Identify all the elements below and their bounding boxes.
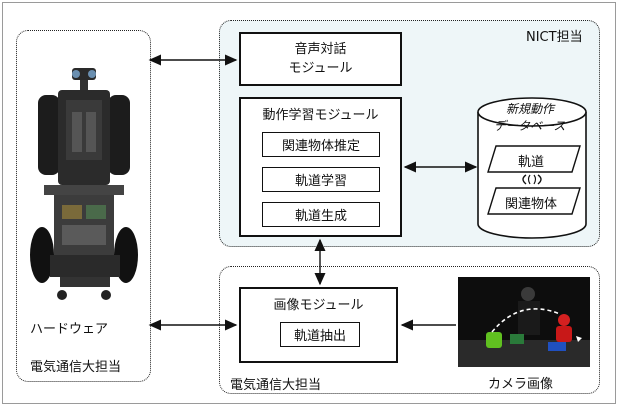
outer-frame bbox=[2, 2, 616, 404]
hardware-owner-label: 電気通信大担当 bbox=[30, 360, 122, 375]
dialogue-module-line2: モジュール bbox=[288, 61, 353, 76]
image-owner-label: 電気通信大担当 bbox=[230, 378, 322, 393]
camera-image-label: カメラ画像 bbox=[488, 377, 554, 392]
image-module-title: 画像モジュール bbox=[273, 298, 364, 313]
database-title-line1: 新規動作 bbox=[506, 102, 555, 116]
db-item-related-object: 関連物体 bbox=[505, 197, 558, 212]
nict-owner-label: NICT担当 bbox=[526, 30, 583, 45]
motion-learning-module-title: 動作学習モジュール bbox=[262, 108, 379, 123]
db-item-trajectory: 軌道 bbox=[518, 155, 545, 170]
trajectory-learning-box: 軌道学習 bbox=[262, 167, 380, 192]
dialogue-module-line1: 音声対話 bbox=[294, 42, 347, 57]
image-module-box: 画像モジュール bbox=[239, 287, 398, 363]
trajectory-generation-box: 軌道生成 bbox=[262, 202, 380, 227]
database-title-line2: データベース bbox=[494, 119, 566, 133]
dialogue-module-box: 音声対話 モジュール bbox=[239, 32, 402, 86]
trajectory-extraction-box: 軌道抽出 bbox=[280, 322, 360, 347]
related-object-estimation-box: 関連物体推定 bbox=[262, 132, 380, 157]
hardware-region bbox=[16, 30, 151, 382]
hardware-label: ハードウェア bbox=[30, 322, 109, 337]
